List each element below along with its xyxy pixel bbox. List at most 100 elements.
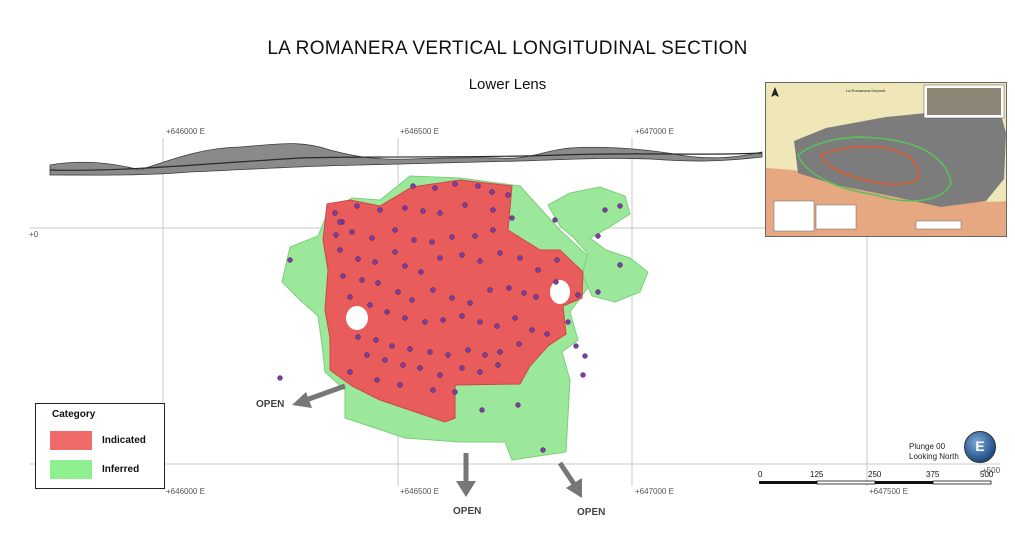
north-arrow-icon	[771, 87, 779, 97]
compass-icon: E	[964, 431, 996, 463]
drillhole-marker-77	[459, 365, 465, 371]
drillhole-marker-22	[472, 233, 478, 239]
drillhole-marker-3	[452, 181, 458, 187]
drillhole-marker-90	[573, 343, 579, 349]
scale-segment-4	[932, 480, 992, 485]
open-label-west: OPEN	[256, 399, 285, 410]
drillhole-marker-64	[389, 343, 395, 349]
coord-top-647000: +647000 E	[635, 127, 674, 136]
drillhole-marker-53	[402, 315, 408, 321]
legend-swatch-indicated	[50, 431, 92, 450]
indicated-hole-west	[346, 306, 368, 330]
drillhole-marker-18	[392, 227, 398, 233]
drillhole-marker-45	[467, 300, 473, 306]
drillhole-marker-65	[407, 346, 413, 352]
drillhole-marker-9	[402, 205, 408, 211]
coord-top-646000: +646000 E	[166, 127, 205, 136]
drillhole-marker-11	[437, 210, 443, 216]
drillhole-marker-20	[429, 239, 435, 245]
drillhole-marker-84	[452, 389, 458, 395]
scale-label-125: 125	[810, 470, 824, 479]
drillhole-marker-101	[337, 219, 343, 225]
legend: Category Indicated Inferred	[35, 403, 165, 489]
scale-segment-3	[875, 481, 933, 484]
drillhole-marker-83	[430, 387, 436, 393]
drillhole-marker-62	[355, 334, 361, 340]
plunge-line: Plunge 00	[909, 442, 946, 451]
drillhole-intercepts	[277, 181, 623, 453]
drillhole-marker-2	[432, 185, 438, 191]
drillhole-marker-60	[529, 327, 535, 333]
scale-segment-2	[816, 480, 876, 485]
drillhole-marker-43	[430, 287, 436, 293]
drillhole-marker-68	[465, 347, 471, 353]
drillhole-marker-55	[440, 317, 446, 323]
drillhole-marker-79	[495, 362, 501, 368]
inset-host-rock	[794, 111, 1006, 207]
drillhole-marker-73	[382, 357, 388, 363]
coord-elev-0: +0	[29, 230, 39, 239]
page-subtitle: Lower Lens	[468, 76, 547, 93]
drillhole-marker-94	[602, 207, 608, 213]
drillhole-marker-32	[459, 252, 465, 258]
drillhole-marker-76	[437, 372, 443, 378]
drillhole-marker-49	[533, 294, 539, 300]
inferred-east-lobe	[547, 186, 649, 303]
legend-label-inferred: Inferred	[102, 464, 140, 475]
legend-title: Category	[52, 409, 96, 420]
drillhole-marker-42	[409, 297, 415, 303]
drillhole-marker-40	[375, 280, 381, 286]
drillhole-marker-8	[377, 207, 383, 213]
drillhole-marker-29	[402, 263, 408, 269]
compass-glyph: E	[975, 438, 985, 454]
drillhole-marker-71	[516, 341, 522, 347]
drillhole-marker-58	[494, 323, 500, 329]
drillhole-marker-34	[497, 250, 503, 256]
inset-scale-box	[915, 220, 962, 230]
drillhole-marker-63	[373, 337, 379, 343]
drillhole-marker-7	[354, 203, 360, 209]
open-label-southeast: OPEN	[577, 507, 606, 518]
drillhole-marker-37	[554, 257, 560, 263]
drillhole-marker-81	[374, 377, 380, 383]
drillhole-marker-66	[427, 349, 433, 355]
drillhole-marker-35	[517, 255, 523, 261]
view-orientation: Plunge 00 Looking North	[909, 442, 959, 462]
drillhole-marker-96	[595, 233, 601, 239]
topography-surface	[49, 143, 763, 176]
drillhole-marker-46	[487, 287, 493, 293]
drillhole-marker-67	[445, 352, 451, 358]
drillhole-marker-87	[553, 279, 559, 285]
drillhole-marker-80	[347, 369, 353, 375]
drillhole-marker-25	[337, 247, 343, 253]
drillhole-marker-17	[369, 235, 375, 241]
inset-map-graphic	[766, 83, 1006, 236]
drillhole-marker-51	[367, 302, 373, 308]
drillhole-marker-38	[340, 273, 346, 279]
drillhole-marker-59	[512, 315, 518, 321]
open-arrow-south	[456, 453, 476, 497]
drillhole-marker-86	[515, 402, 521, 408]
drillhole-marker-93	[552, 217, 558, 223]
drillhole-marker-72	[364, 352, 370, 358]
drillhole-marker-39	[359, 277, 365, 283]
drillhole-marker-27	[372, 259, 378, 265]
scale-label-250: 250	[868, 470, 882, 479]
looking-line: Looking North	[909, 452, 959, 461]
drillhole-marker-97	[617, 262, 623, 268]
open-label-south: OPEN	[453, 506, 482, 517]
drillhole-marker-26	[355, 256, 361, 262]
drillhole-marker-12	[462, 202, 468, 208]
drillhole-marker-54	[422, 319, 428, 325]
inset-overview-photo	[927, 88, 1001, 115]
open-arrow-west	[292, 383, 346, 408]
drillhole-marker-33	[477, 258, 483, 264]
drillhole-marker-91	[582, 353, 588, 359]
coord-bottom-647500: +647500 E	[869, 487, 908, 496]
drillhole-marker-6	[505, 192, 511, 198]
drillhole-marker-98	[595, 289, 601, 295]
drillhole-marker-69	[482, 352, 488, 358]
drillhole-marker-95	[617, 203, 623, 209]
